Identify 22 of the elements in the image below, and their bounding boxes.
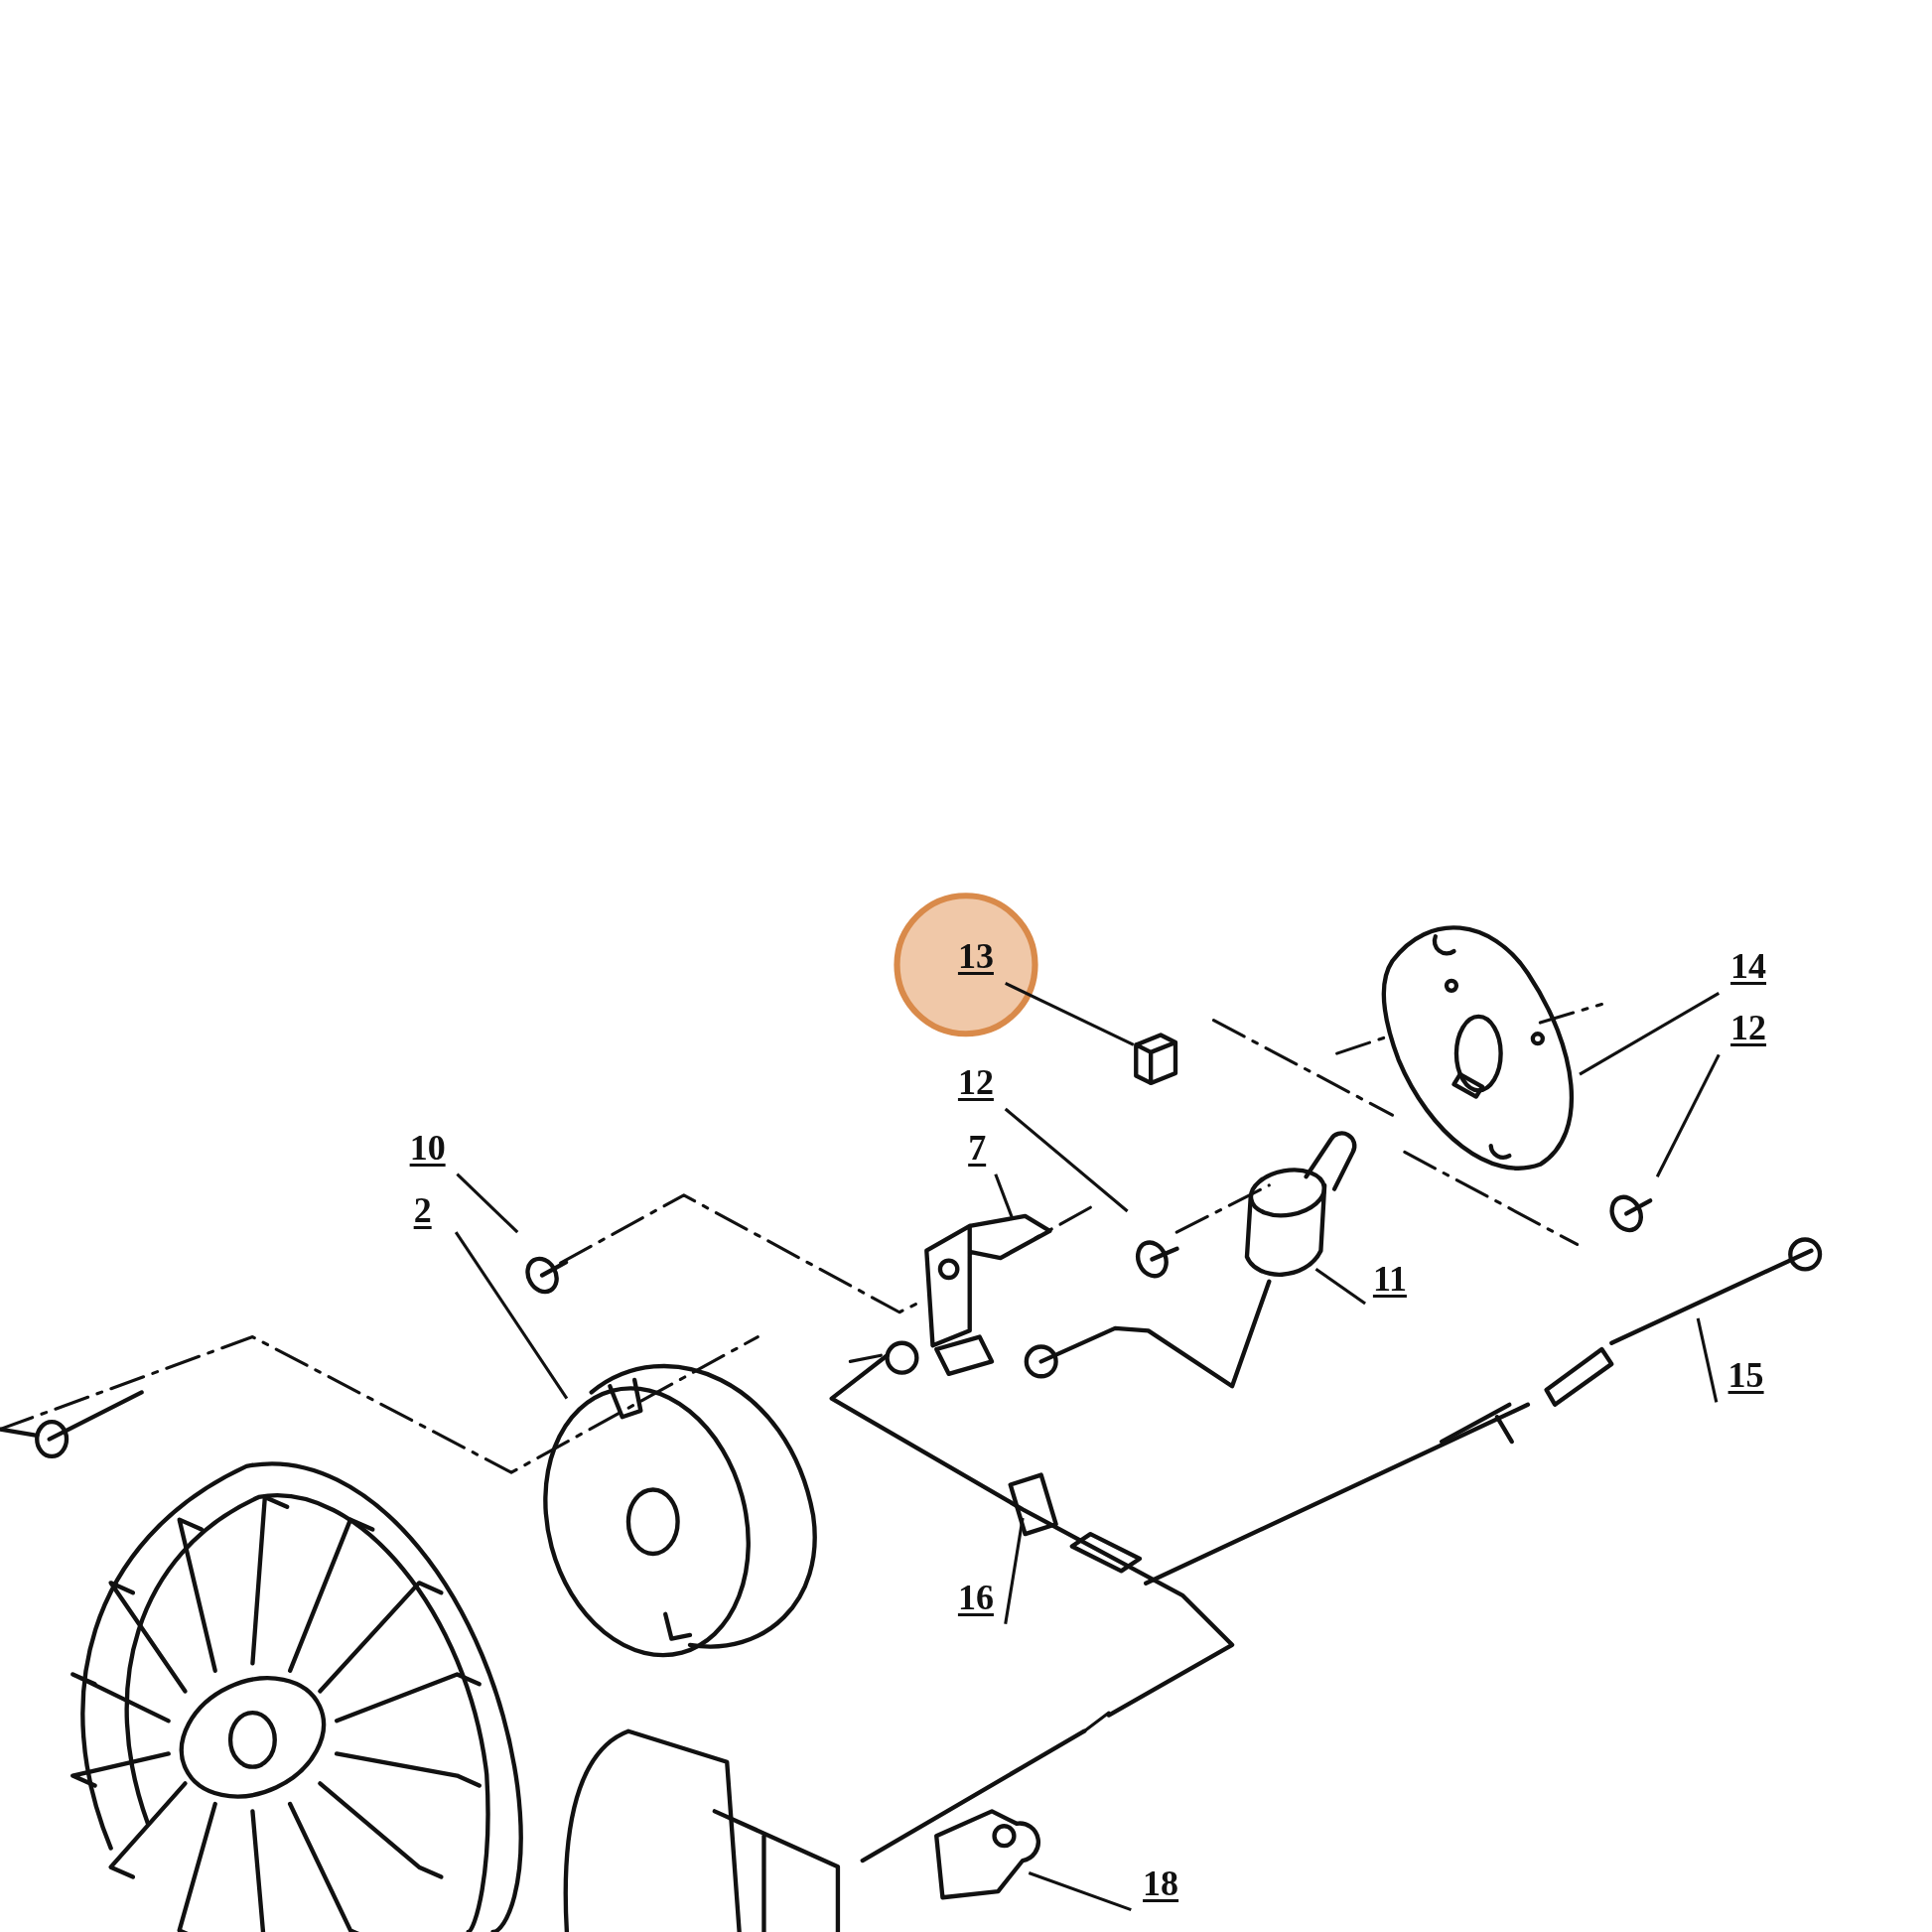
leader-line — [994, 1173, 1015, 1221]
leader-line — [454, 1231, 569, 1400]
callout-number: 7 — [958, 1127, 996, 1168]
leader-line — [1696, 1317, 1719, 1403]
leader-line — [1004, 1107, 1129, 1213]
callout-number: 11 — [1365, 1259, 1415, 1300]
leader-line — [1028, 1870, 1132, 1912]
leader-line — [1005, 982, 1135, 1046]
callout-number: 10 — [397, 1127, 458, 1168]
callout-number: 18 — [1131, 1863, 1190, 1903]
callout-number: 13 — [946, 936, 1006, 977]
leader-line — [456, 1173, 519, 1234]
leader-line — [1655, 1053, 1721, 1177]
callout-number: 12 — [946, 1061, 1006, 1102]
callout-number: 12 — [1719, 1008, 1778, 1048]
leader-line — [1314, 1268, 1366, 1306]
leader-line — [1004, 1517, 1025, 1624]
leader-line — [1579, 991, 1721, 1076]
callout-number: 2 — [404, 1189, 442, 1230]
callout-number: 15 — [1716, 1355, 1776, 1396]
callout-number: 16 — [946, 1577, 1006, 1617]
callout-number: 14 — [1719, 946, 1778, 987]
